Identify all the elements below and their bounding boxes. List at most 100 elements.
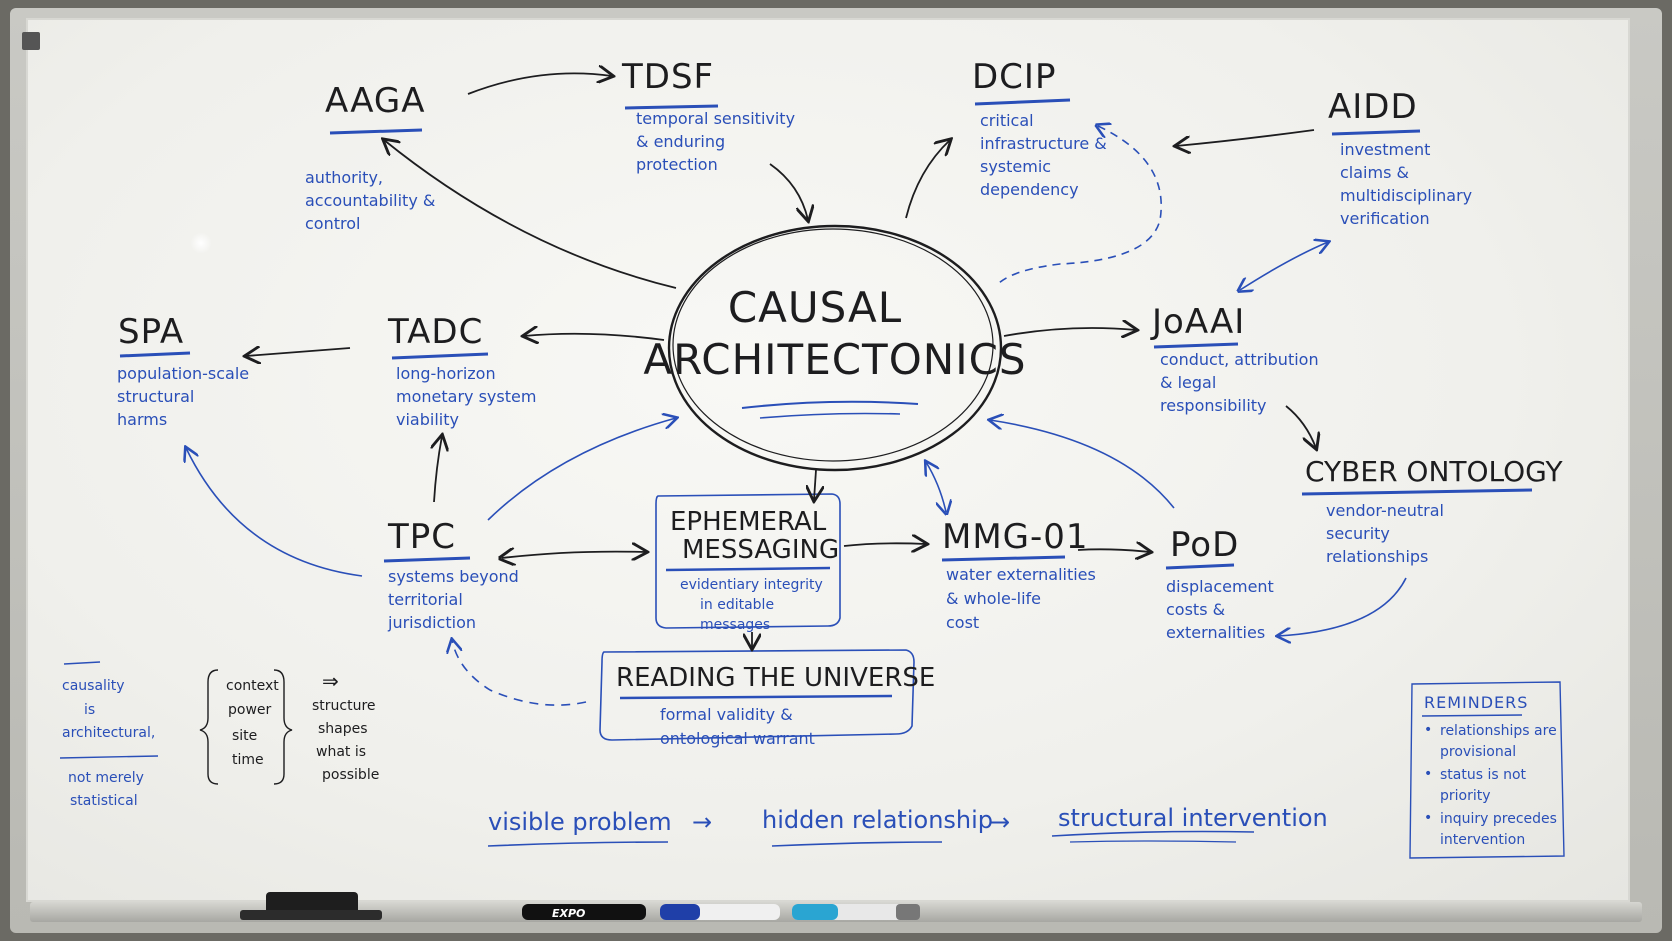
flow-structural-intervention: structural intervention xyxy=(1058,804,1328,832)
joaai-desc-2: & legal xyxy=(1160,373,1216,392)
flow-visible-problem: visible problem xyxy=(488,808,672,836)
ephemeral-title-2: MESSAGING xyxy=(682,535,839,565)
whiteboard-surface xyxy=(26,18,1630,902)
eraser[interactable] xyxy=(240,892,382,920)
brace-context: context xyxy=(226,678,279,694)
connectors-black xyxy=(246,73,1316,648)
ephemeral-desc-2: in editable xyxy=(700,597,774,613)
aidd-title: AIDD xyxy=(1328,87,1418,127)
aaga-desc-3: control xyxy=(305,214,360,233)
center-title-2: ARCHITECTONICS xyxy=(643,335,1026,384)
light-blue-marker[interactable] xyxy=(792,904,920,920)
causality-1: causality xyxy=(62,678,125,694)
reading-title: READING THE UNIVERSE xyxy=(616,663,935,693)
node-ephemeral-messaging: EPHEMERAL MESSAGING evidentiary integrit… xyxy=(655,493,841,633)
reminders-title: REMINDERS xyxy=(1424,693,1528,712)
spa-desc-3: harms xyxy=(117,410,167,429)
ephemeral-desc-1: evidentiary integrity xyxy=(680,577,823,593)
marker-brand: EXPO xyxy=(552,907,585,920)
aidd-desc-3: multidisciplinary xyxy=(1340,186,1472,205)
reading-desc-2: ontological warrant xyxy=(660,729,815,748)
tadc-title: TADC xyxy=(387,312,483,352)
statistical-1: not merely xyxy=(68,770,144,786)
node-dcip: DCIP critical infrastructure & systemic … xyxy=(972,57,1107,199)
note-brace: context power site time ⇒ structure shap… xyxy=(199,669,379,785)
flow-arrow-1: → xyxy=(692,808,712,836)
dcip-desc-1: critical xyxy=(980,111,1034,130)
node-pod: PoD displacement costs & externalities xyxy=(1165,525,1274,642)
cyber-desc-1: vendor-neutral xyxy=(1326,501,1444,520)
spa-title: SPA xyxy=(118,312,184,352)
tadc-desc-3: viability xyxy=(396,410,459,429)
node-aaga: AAGA authority, accountability & control xyxy=(305,81,435,233)
node-joaai: JoAAI conduct, attribution & legal respo… xyxy=(1150,302,1319,415)
svg-text:•: • xyxy=(1424,766,1432,782)
flow-arrow-2: → xyxy=(990,808,1010,836)
tdsf-desc-2: & enduring xyxy=(636,132,725,151)
node-cyber-ontology: CYBER ONTOLOGY vendor-neutral security r… xyxy=(1301,455,1563,566)
reminder-1-line-2: provisional xyxy=(1440,744,1516,760)
causality-3: architectural, xyxy=(62,725,155,741)
brace-power: power xyxy=(228,702,272,718)
joaai-desc-1: conduct, attribution xyxy=(1160,350,1319,369)
cyber-title: CYBER ONTOLOGY xyxy=(1305,455,1563,488)
aaga-desc-2: accountability & xyxy=(305,191,435,210)
tpc-desc-3: jurisdiction xyxy=(387,613,476,632)
dcip-title: DCIP xyxy=(972,57,1056,97)
shapes-1: structure xyxy=(312,698,376,714)
blue-marker[interactable] xyxy=(660,904,780,920)
shapes-4: possible xyxy=(322,767,379,783)
implies-symbol: ⇒ xyxy=(322,669,339,693)
center-node: CAUSAL ARCHITECTONICS xyxy=(643,224,1026,472)
bottom-flow: visible problem → hidden relationship → … xyxy=(487,804,1328,847)
tpc-desc-1: systems beyond xyxy=(388,567,519,586)
svg-text:•: • xyxy=(1424,810,1432,826)
pod-desc-3: externalities xyxy=(1166,623,1265,642)
node-tpc: TPC systems beyond territorial jurisdict… xyxy=(383,517,519,632)
aaga-title: AAGA xyxy=(325,81,425,121)
flow-hidden-relationship: hidden relationship xyxy=(762,806,993,834)
node-mmg-01: MMG-01 water externalities & whole-life … xyxy=(941,517,1096,632)
brace-time: time xyxy=(232,752,264,768)
aidd-desc-4: verification xyxy=(1340,209,1430,228)
aaga-desc-1: authority, xyxy=(305,168,383,187)
shapes-2: shapes xyxy=(318,721,368,737)
spa-desc-1: population-scale xyxy=(117,364,249,383)
svg-text:•: • xyxy=(1424,722,1432,738)
node-reading-the-universe: READING THE UNIVERSE formal validity & o… xyxy=(599,649,935,748)
mounting-clip xyxy=(22,32,40,50)
light-glare xyxy=(190,232,212,254)
tdsf-title: TDSF xyxy=(621,57,714,97)
reminder-3-line-2: intervention xyxy=(1440,832,1525,848)
ephemeral-title-1: EPHEMERAL xyxy=(670,507,827,537)
tpc-title: TPC xyxy=(387,517,456,557)
reading-desc-1: formal validity & xyxy=(660,705,793,724)
reminders-box: REMINDERS • relationships are provisiona… xyxy=(1409,681,1565,859)
cyber-desc-3: relationships xyxy=(1326,547,1428,566)
cyber-desc-2: security xyxy=(1326,524,1390,543)
pod-title: PoD xyxy=(1170,525,1239,565)
reminder-2-line-2: priority xyxy=(1440,788,1491,804)
dcip-desc-2: infrastructure & xyxy=(980,134,1107,153)
spa-desc-2: structural xyxy=(117,387,194,406)
aidd-desc-1: investment xyxy=(1340,140,1430,159)
mmg-desc-1: water externalities xyxy=(946,565,1096,584)
brace-site: site xyxy=(232,728,257,744)
mmg-desc-3: cost xyxy=(946,613,979,632)
aidd-desc-2: claims & xyxy=(1340,163,1409,182)
mmg-title: MMG-01 xyxy=(942,517,1089,557)
tdsf-desc-3: protection xyxy=(636,155,718,174)
joaai-desc-3: responsibility xyxy=(1160,396,1267,415)
node-aidd: AIDD investment claims & multidisciplina… xyxy=(1328,87,1472,228)
node-spa: SPA population-scale structural harms xyxy=(117,312,249,429)
node-tadc: TADC long-horizon monetary system viabil… xyxy=(387,312,536,429)
black-marker[interactable]: EXPO xyxy=(522,904,646,920)
node-tdsf: TDSF temporal sensitivity & enduring pro… xyxy=(621,57,795,174)
note-causality: causality is architectural, not merely s… xyxy=(59,661,159,809)
dcip-desc-3: systemic xyxy=(980,157,1051,176)
causality-2: is xyxy=(84,702,95,718)
tpc-desc-2: territorial xyxy=(388,590,463,609)
pod-desc-1: displacement xyxy=(1166,577,1274,596)
tdsf-desc-1: temporal sensitivity xyxy=(636,109,795,128)
